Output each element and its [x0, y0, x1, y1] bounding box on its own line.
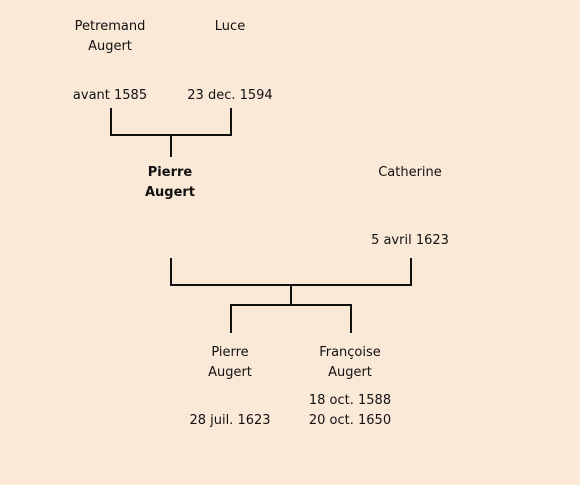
date-francoise-death: 20 oct. 1650: [308, 413, 392, 428]
person-luce: Luce: [160, 17, 300, 37]
date-luce: 23 dec. 1594: [187, 88, 273, 103]
person-catherine: Catherine: [340, 163, 480, 183]
person-name-first: Françoise: [319, 345, 381, 360]
date-francoise-birth: 18 oct. 1588: [308, 393, 392, 408]
person-name-last: Augert: [328, 365, 372, 380]
date-petremand: avant 1585: [72, 88, 148, 103]
person-pierre-senior: Pierre Augert: [100, 163, 240, 203]
person-name-first: Catherine: [378, 165, 442, 180]
person-name-last: Augert: [88, 39, 132, 54]
person-francoise: Françoise Augert: [280, 343, 420, 383]
person-name-last: Augert: [144, 185, 196, 200]
person-name-first: Pierre: [147, 165, 193, 180]
person-name-last: Augert: [208, 365, 252, 380]
person-pierre-junior: Pierre Augert: [160, 343, 300, 383]
date-catherine: 5 avril 1623: [371, 233, 449, 248]
date-pierre-junior: 28 juil. 1623: [189, 413, 271, 428]
person-name-first: Luce: [214, 19, 246, 34]
person-name-first: Pierre: [211, 345, 249, 360]
person-name-first: Petremand: [74, 19, 146, 34]
person-petremand: Petremand Augert: [40, 17, 180, 57]
